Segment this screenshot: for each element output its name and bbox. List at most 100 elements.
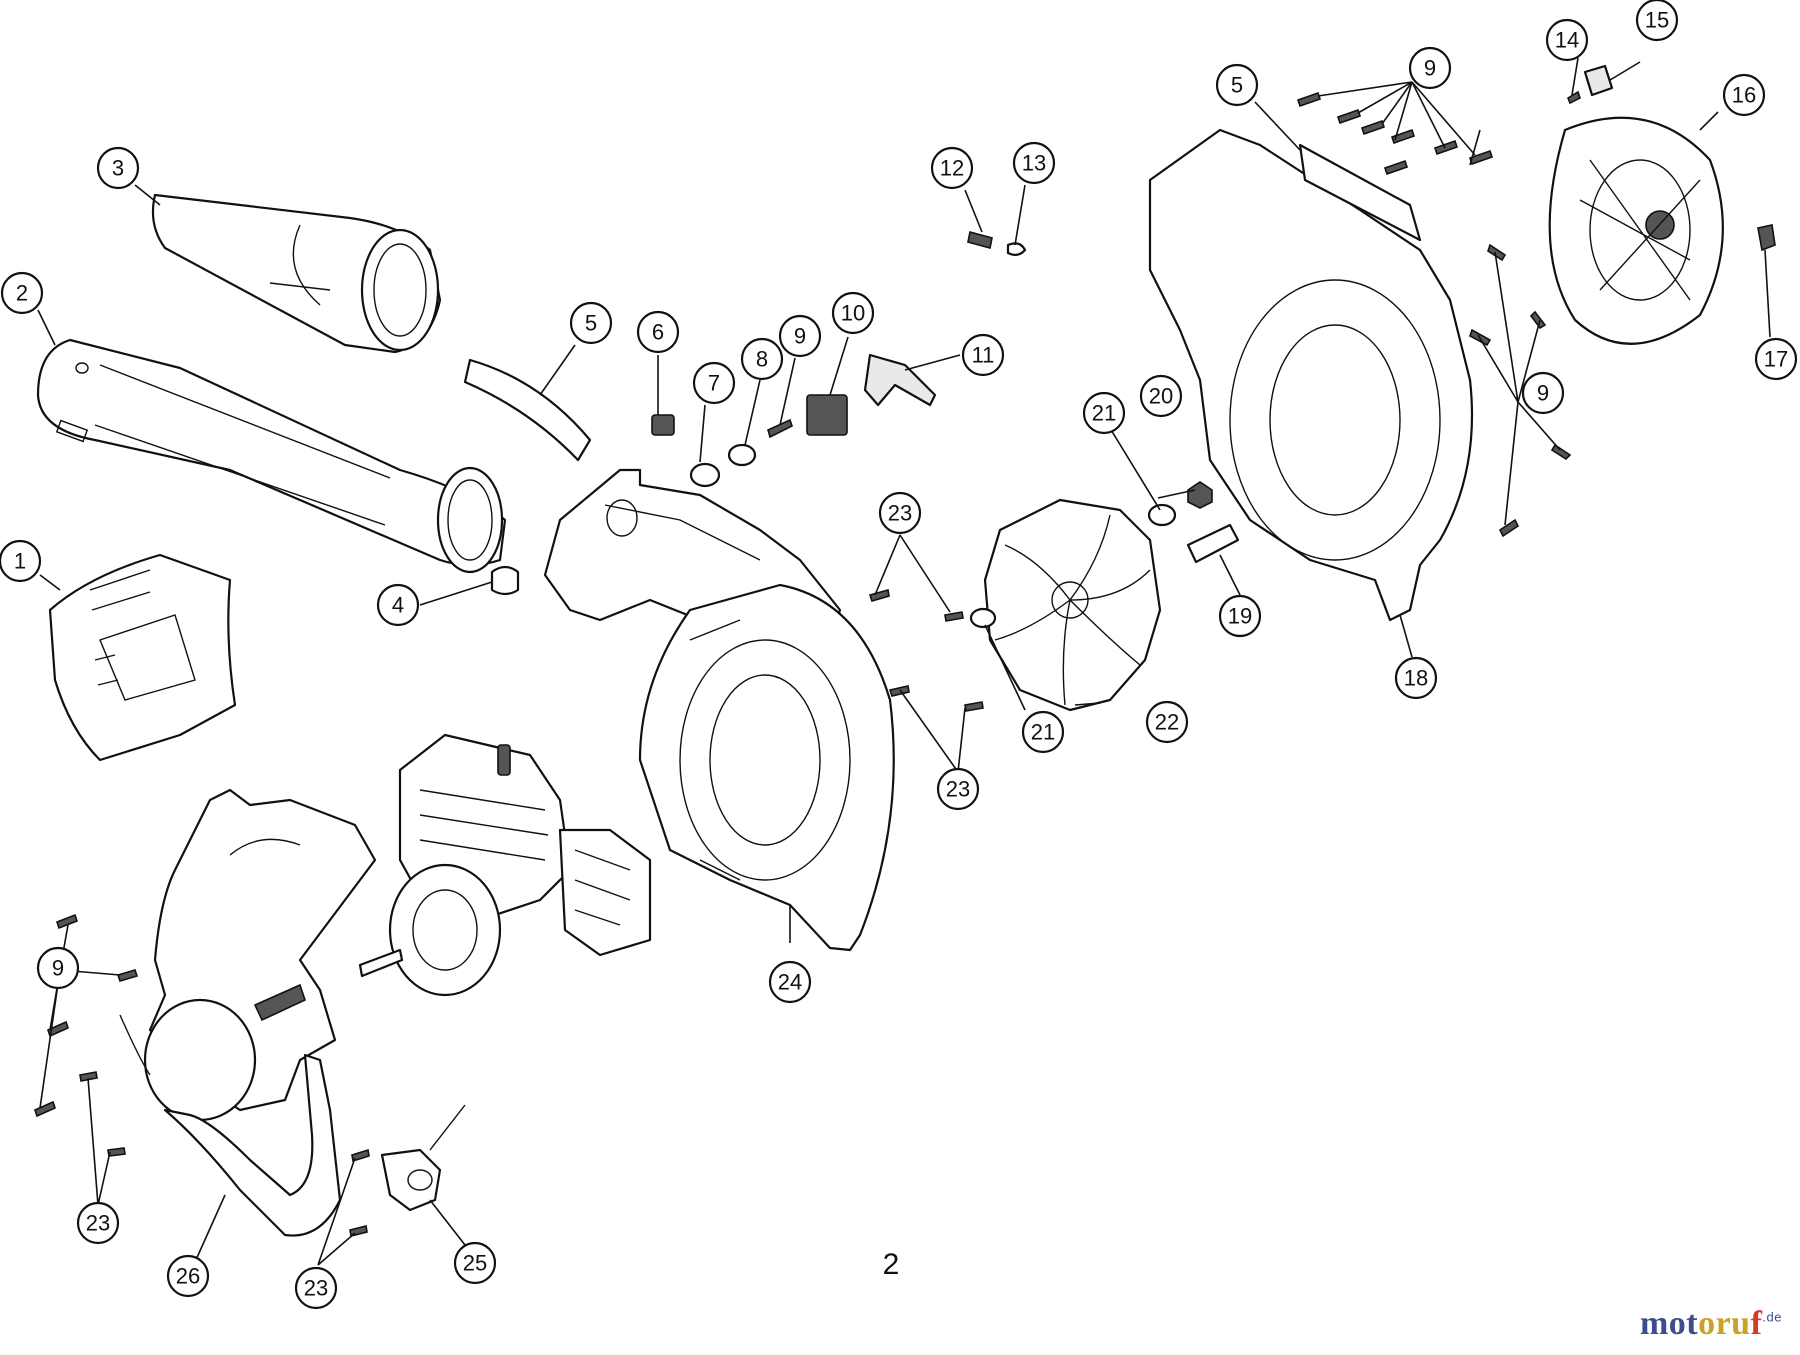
callout-label: 23 (86, 1211, 110, 1236)
callout-9: 9 (1521, 371, 1565, 415)
callout-10: 10 (831, 291, 875, 335)
part-spring-clip-small (1757, 224, 1776, 252)
callout-23: 23 (76, 1201, 120, 1245)
callout-label: 23 (888, 501, 912, 526)
callout-25: 25 (453, 1241, 497, 1285)
callout-label: 17 (1764, 347, 1788, 372)
callout-6: 6 (636, 310, 680, 354)
part-foam-block (806, 394, 848, 436)
callout-label: 5 (585, 311, 597, 336)
callout-4: 4 (376, 583, 420, 627)
callout-23: 23 (936, 767, 980, 811)
callout-label: 26 (176, 1264, 200, 1289)
callout-label: 4 (392, 593, 404, 618)
callout-label: 2 (16, 281, 28, 306)
part-small-screw (767, 418, 793, 439)
callout-23: 23 (878, 491, 922, 535)
part-label-plate (1583, 64, 1614, 97)
part-throttle-bushing (727, 443, 757, 467)
part-nut (1187, 481, 1213, 509)
callout-label: 12 (940, 156, 964, 181)
callout-15: 15 (1635, 0, 1679, 42)
part-spring-clip (1006, 242, 1027, 257)
callout-5: 5 (1215, 63, 1259, 107)
callout-label: 19 (1228, 604, 1252, 629)
callout-label: 20 (1149, 384, 1173, 409)
callout-14: 14 (1545, 18, 1589, 62)
callout-label: 5 (1231, 73, 1243, 98)
callout-label: 21 (1092, 401, 1116, 426)
callout-label: 11 (972, 343, 995, 368)
callout-9: 9 (778, 314, 822, 358)
watermark-part2: oru (1698, 1305, 1751, 1342)
callout-label: 22 (1155, 710, 1179, 735)
callout-label: 14 (1555, 28, 1579, 53)
callout-21: 21 (1021, 710, 1065, 754)
part-fan-housing-half (638, 583, 895, 952)
callout-8: 8 (740, 337, 784, 381)
callout-3: 3 (96, 146, 140, 190)
callout-label: 18 (1404, 666, 1428, 691)
callout-21: 21 (1082, 391, 1126, 435)
callout-label: 21 (1031, 720, 1055, 745)
callout-23: 23 (294, 1266, 338, 1310)
callout-label: 8 (756, 347, 768, 372)
part-blower-tube (36, 338, 507, 574)
watermark-logo: motoruf.de (1640, 1305, 1782, 1343)
leader-lines (37, 57, 1771, 1266)
callout-label: 23 (304, 1276, 328, 1301)
callout-24: 24 (768, 960, 812, 1004)
part-washer (969, 503, 1177, 629)
callout-7: 7 (692, 361, 736, 405)
part-starter-cover (1548, 116, 1724, 345)
callout-label: 10 (841, 301, 865, 326)
callout-label: 7 (708, 371, 720, 396)
watermark-suffix: .de (1762, 1309, 1782, 1325)
callout-label: 13 (1022, 151, 1046, 176)
watermark-part3: f (1750, 1305, 1763, 1342)
part-spark-plug-boot (967, 231, 993, 249)
callout-label: 24 (778, 970, 802, 995)
callout-2: 2 (0, 271, 44, 315)
part-engine (358, 733, 652, 997)
part-o-ring (689, 462, 721, 488)
callout-16: 16 (1722, 73, 1766, 117)
callout-label: 9 (1424, 56, 1436, 81)
callout-label: 15 (1645, 8, 1669, 33)
callout-label: 9 (1537, 381, 1549, 406)
callout-label: 16 (1732, 83, 1756, 108)
callout-label: 3 (112, 156, 124, 181)
part-fan-housing-rear (1148, 128, 1474, 622)
callout-11: 11 (961, 333, 1005, 377)
screws (34, 90, 1581, 1237)
callout-label: 25 (463, 1251, 487, 1276)
callout-label: 9 (52, 956, 64, 981)
callout-12: 12 (930, 146, 974, 190)
callout-label: 9 (794, 324, 806, 349)
page-number: 2 (883, 1248, 900, 1281)
part-impeller (983, 498, 1162, 712)
callout-20: 20 (1139, 374, 1183, 418)
callout-13: 13 (1012, 141, 1056, 185)
part-switch (651, 414, 675, 436)
part-grip-strip (463, 358, 592, 462)
part-knob (490, 565, 520, 596)
callout-1: 1 (0, 539, 42, 583)
part-nozzle-tip (151, 193, 442, 354)
part-shaft-bolt (1186, 523, 1240, 564)
part-intake-guard (48, 553, 237, 762)
callout-label: 23 (946, 777, 970, 802)
callout-label: 1 (14, 549, 26, 574)
part-throttle-lever (380, 1104, 466, 1212)
callout-19: 19 (1218, 594, 1262, 638)
callout-5: 5 (569, 301, 613, 345)
callout-26: 26 (166, 1254, 210, 1298)
watermark-part1: mot (1639, 1305, 1699, 1342)
callout-9: 9 (36, 946, 80, 990)
callout-18: 18 (1394, 656, 1438, 700)
callout-17: 17 (1754, 337, 1798, 381)
part-rear-housing-handle (143, 788, 377, 1237)
callout-label: 6 (652, 320, 664, 345)
